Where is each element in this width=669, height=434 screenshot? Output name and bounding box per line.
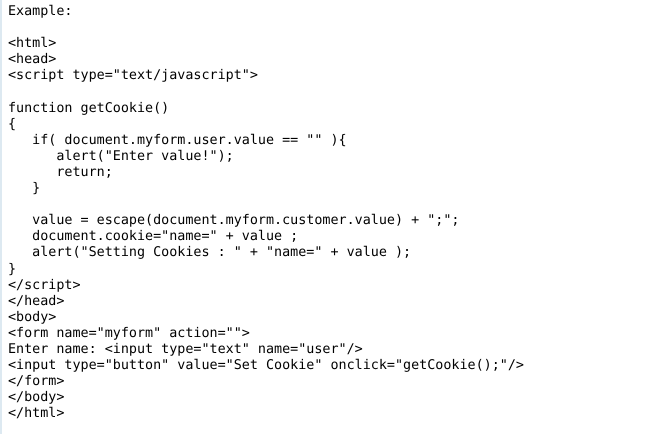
code-line: Enter name: <input type="text" name="use… (8, 341, 363, 357)
code-line: <script type="text/javascript"> (8, 68, 258, 84)
code-line: <input type="button" value="Set Cookie" … (8, 358, 524, 374)
code-line: return; (8, 164, 113, 180)
code-line: </script> (8, 277, 81, 293)
code-line (8, 197, 524, 213)
code-line: <html> (8, 36, 57, 52)
code-line: <form name="myform" action=""> (8, 325, 250, 341)
code-line: </form> (8, 374, 65, 390)
code-line: </html> (8, 406, 65, 422)
code-line: </body> (8, 390, 65, 406)
code-line: Example: (8, 4, 73, 19)
code-line (8, 84, 524, 100)
code-line: if( document.myform.user.value == "" ){ (8, 132, 347, 148)
code-line: function getCookie() (8, 100, 170, 116)
code-line: } (8, 261, 17, 277)
code-line (8, 20, 524, 36)
code-line: } (8, 181, 41, 197)
code-line: <body> (8, 309, 57, 325)
code-line: alert("Enter value!"); (8, 148, 234, 164)
code-line: { (8, 116, 17, 132)
code-line: value = escape(document.myform.customer.… (8, 213, 460, 229)
code-line: </head> (8, 293, 65, 309)
code-block: Example: <html><head><script type="text/j… (8, 4, 524, 422)
code-line: document.cookie="name=" + value ; (8, 229, 299, 245)
code-line: <head> (8, 52, 57, 68)
code-line: alert("Setting Cookies : " + "name=" + v… (8, 245, 412, 261)
